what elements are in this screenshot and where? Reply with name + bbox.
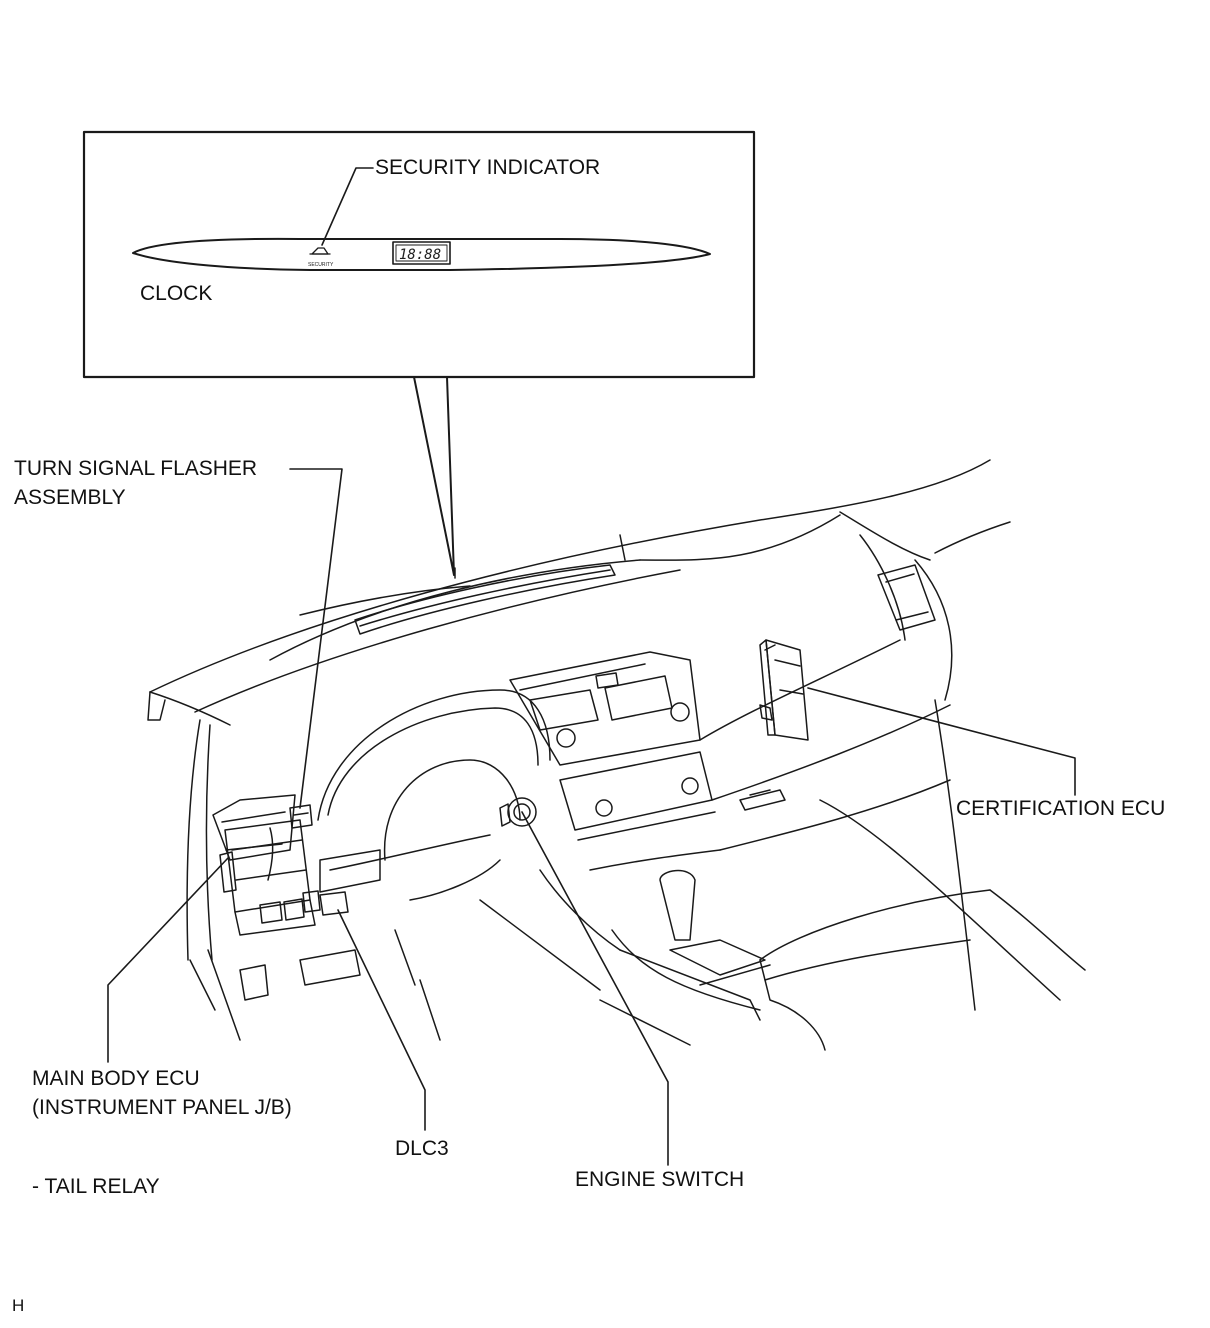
- label-turn-signal-flasher: TURN SIGNAL FLASHER: [14, 457, 258, 480]
- label-turn-signal-assembly: ASSEMBLY: [14, 486, 126, 509]
- label-tail-relay: - TAIL RELAY: [32, 1175, 160, 1198]
- center-stack: [509, 651, 701, 766]
- engine-switch-knob: [499, 797, 537, 827]
- leader-lines: [107, 468, 1076, 1166]
- turn-signal-leader: [289, 468, 343, 809]
- center-vent: [354, 564, 616, 635]
- engine-switch-leader: [521, 811, 669, 1166]
- label-clock: CLOCK: [140, 282, 213, 305]
- pedal: [299, 949, 361, 986]
- glovebox-handle: [739, 789, 786, 811]
- corner-mark: H: [12, 1296, 25, 1315]
- shift-lever: [659, 869, 696, 941]
- label-main-body-ecu: MAIN BODY ECU: [32, 1067, 200, 1090]
- label-instrument-panel-jb: (INSTRUMENT PANEL J/B): [32, 1096, 292, 1119]
- security-mini-text: SECURITY: [308, 262, 334, 268]
- dashboard: [147, 459, 1086, 1051]
- clock-digits: 18:88: [399, 247, 441, 263]
- right-vent: [877, 564, 936, 631]
- label-certification-ecu: CERTIFICATION ECU: [956, 797, 1166, 820]
- clock-housing: [132, 237, 711, 271]
- security-indicator-icon: [309, 247, 331, 255]
- clock-inset: SECURITY 18:88: [82, 130, 756, 576]
- label-security-indicator: SECURITY INDICATOR: [375, 156, 601, 179]
- dlc3-connector: [302, 890, 349, 916]
- main-body-ecu-leader: [107, 857, 229, 1063]
- label-dlc3: DLC3: [395, 1137, 449, 1160]
- inset-frame: [82, 130, 756, 379]
- certification-ecu-module: [759, 639, 809, 741]
- certification-ecu-leader: [807, 687, 1076, 796]
- label-engine-switch: ENGINE SWITCH: [575, 1168, 745, 1191]
- cluster-hood: [317, 689, 551, 821]
- inset-pointer: [413, 376, 455, 576]
- instrument-panel-jb: [219, 819, 316, 936]
- clock-display-frame: [392, 241, 451, 265]
- dlc3-leader: [337, 909, 426, 1131]
- knee-panel: [319, 849, 381, 893]
- turn-signal-flasher: [289, 804, 313, 829]
- security-leader: [321, 167, 374, 246]
